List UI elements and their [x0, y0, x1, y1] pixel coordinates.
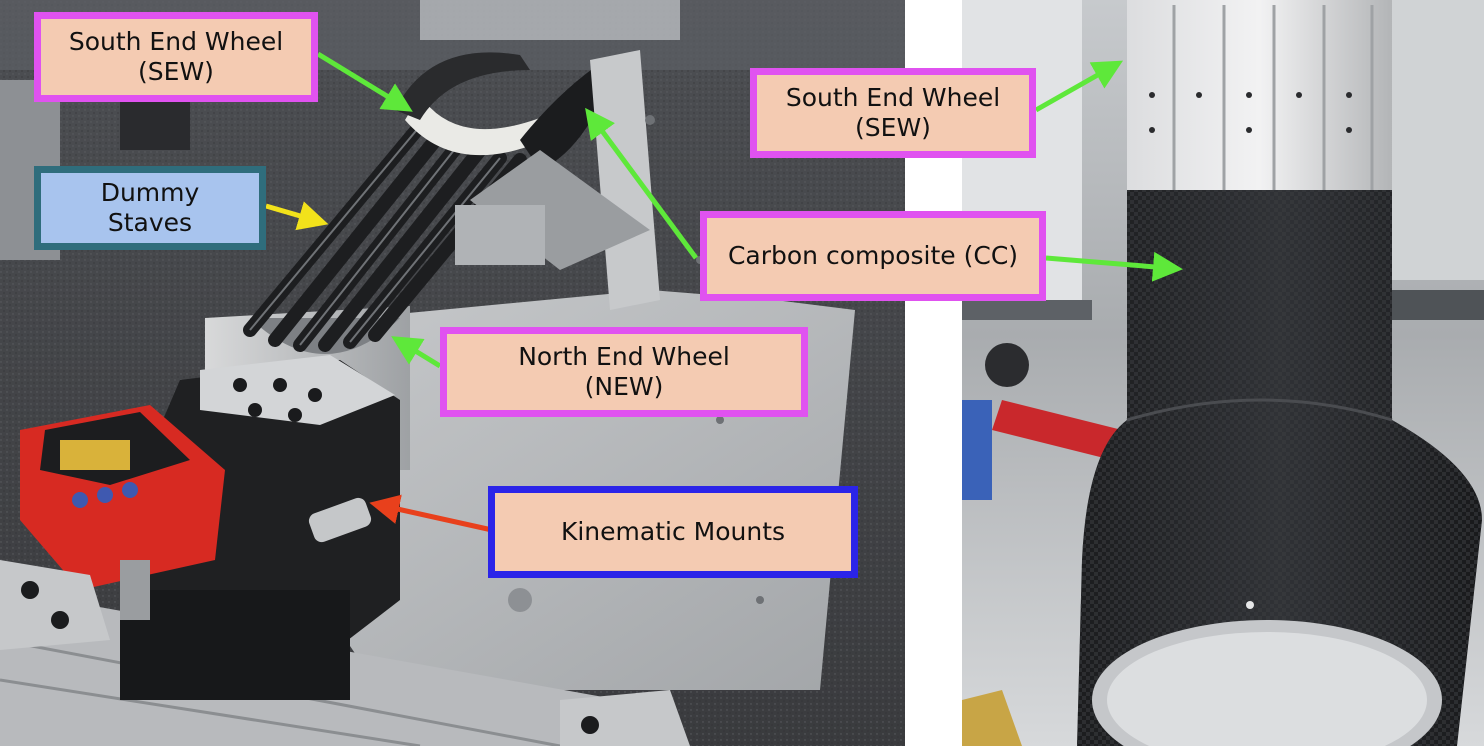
- photo-carbon-cylinder: [962, 0, 1484, 746]
- callout-text: South End Wheel (SEW): [785, 83, 1001, 142]
- callout-text: Dummy Staves: [100, 178, 200, 237]
- callout-text: North End Wheel (NEW): [518, 342, 730, 401]
- callout-south-end-wheel-left: South End Wheel (SEW): [34, 12, 318, 102]
- callout-north-end-wheel: North End Wheel (NEW): [440, 327, 808, 417]
- callout-text: Kinematic Mounts: [560, 517, 786, 546]
- carbon-cylinder-illustration: [962, 0, 1484, 746]
- callout-south-end-wheel-right: South End Wheel (SEW): [750, 68, 1036, 158]
- callout-carbon-composite: Carbon composite (CC): [700, 211, 1046, 301]
- callout-text: Carbon composite (CC): [727, 241, 1019, 270]
- callout-kinematic-mounts: Kinematic Mounts: [488, 486, 858, 578]
- callout-dummy-staves: Dummy Staves: [34, 166, 266, 250]
- callout-text: South End Wheel (SEW): [68, 27, 284, 86]
